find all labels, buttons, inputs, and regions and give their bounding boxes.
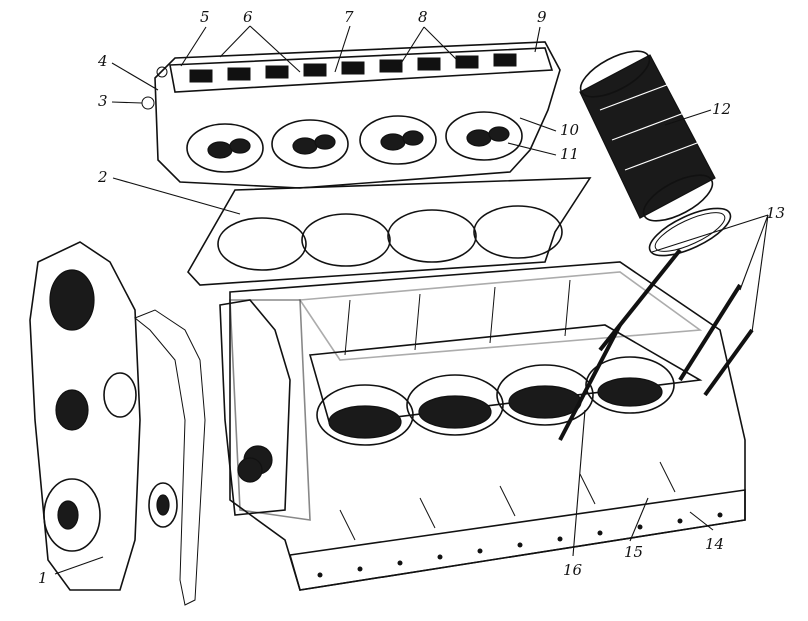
filter-gasket <box>648 207 732 257</box>
oil-filter <box>579 50 716 222</box>
callout-8: 8 <box>418 8 428 26</box>
callout-9: 9 <box>537 8 547 26</box>
callout-5: 5 <box>200 8 210 26</box>
callout-14: 14 <box>705 535 724 553</box>
timing-cover <box>29 241 141 591</box>
cylinder-block <box>229 261 746 591</box>
front-plate <box>219 299 291 516</box>
callout-16: 16 <box>563 561 583 579</box>
callout-leaders <box>54 25 769 575</box>
crank-seal <box>148 482 178 528</box>
head-studs <box>558 248 754 441</box>
callout-3: 3 <box>98 92 108 110</box>
cover-gasket <box>134 309 206 606</box>
head-gasket <box>187 177 592 286</box>
callout-11: 11 <box>560 145 579 163</box>
callout-10: 10 <box>560 121 580 139</box>
callout-6: 6 <box>243 8 253 26</box>
callout-2: 2 <box>97 168 108 186</box>
callout-labels: 1 2 3 4 5 6 7 8 9 10 11 12 13 14 15 16 <box>38 8 785 587</box>
cylinder-head <box>141 41 561 189</box>
callout-12: 12 <box>712 100 731 118</box>
callout-1: 1 <box>38 569 48 587</box>
callout-15: 15 <box>624 543 643 561</box>
callout-7: 7 <box>344 8 354 26</box>
callout-4: 4 <box>97 52 108 70</box>
callout-13: 13 <box>766 204 785 222</box>
